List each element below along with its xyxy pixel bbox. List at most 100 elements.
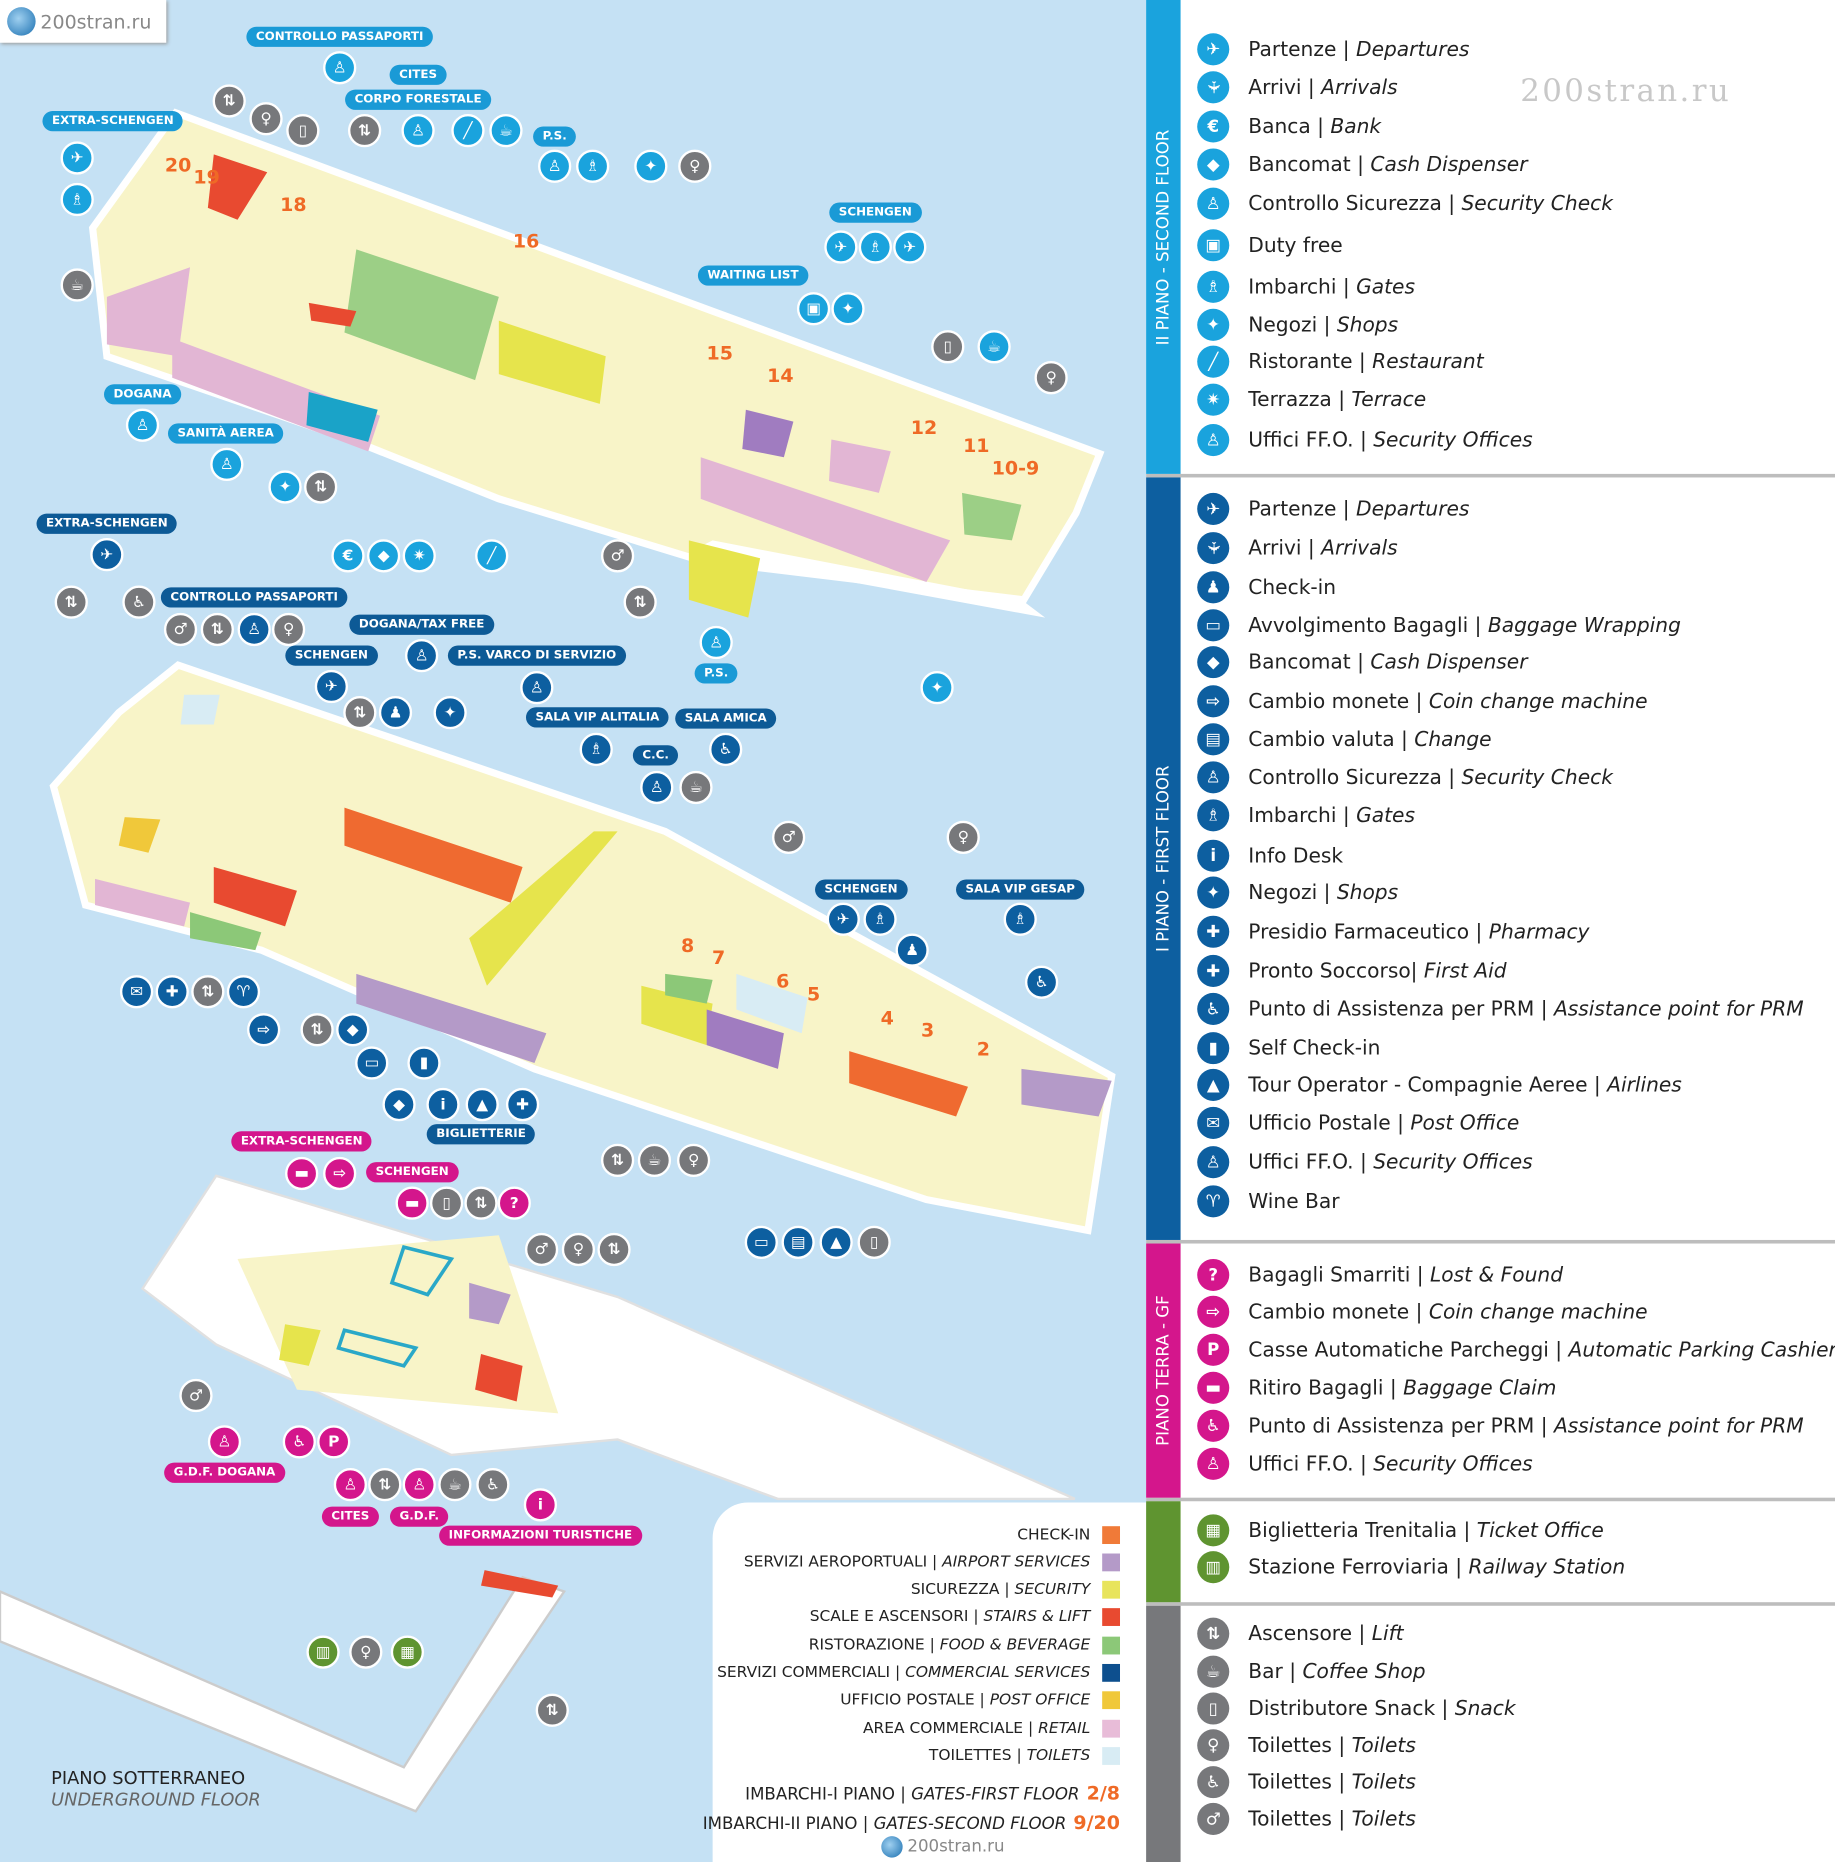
baggage-claim-icon[interactable]: ▬: [395, 1186, 429, 1220]
lift-icon[interactable]: ⇅: [54, 585, 88, 619]
shops-icon[interactable]: ✦: [268, 470, 302, 504]
bank-icon[interactable]: €: [331, 539, 365, 573]
lift-icon[interactable]: ⇅: [347, 114, 382, 148]
coffee-icon[interactable]: ☕: [977, 330, 1011, 364]
railway-station-icon[interactable]: ▥: [306, 1635, 340, 1669]
lift-icon[interactable]: ⇅: [535, 1693, 569, 1727]
toilets-icon[interactable]: ♀: [946, 820, 980, 854]
family-toilets-icon[interactable]: ♂: [772, 820, 806, 854]
snack-icon[interactable]: ▯: [931, 330, 965, 364]
gates-icon[interactable]: ♗: [1003, 902, 1037, 936]
security-offices-icon[interactable]: ♙: [207, 1425, 242, 1459]
accessible-toilets-icon[interactable]: ♿: [122, 585, 156, 619]
first-aid-icon[interactable]: ✚: [155, 975, 189, 1009]
lost-found-icon[interactable]: ?: [497, 1186, 531, 1220]
toilets-icon[interactable]: ♀: [349, 1635, 383, 1669]
info-icon[interactable]: i: [426, 1087, 460, 1122]
post-office-icon[interactable]: ✉: [119, 975, 154, 1009]
security-offices-icon[interactable]: ♙: [333, 1467, 367, 1502]
security-offices-icon[interactable]: ♙: [402, 1467, 436, 1502]
restaurant-icon[interactable]: ╱: [451, 114, 485, 148]
security-offices-icon[interactable]: ♙: [125, 408, 160, 442]
toilets-icon[interactable]: ♀: [678, 149, 712, 183]
lift-icon[interactable]: ⇅: [623, 585, 657, 619]
security-check-icon[interactable]: ♙: [401, 114, 435, 148]
baggage-wrapping-icon[interactable]: ▭: [744, 1225, 778, 1259]
lift-icon[interactable]: ⇅: [191, 975, 225, 1009]
gates-icon[interactable]: ♗: [576, 149, 610, 183]
restaurant-icon[interactable]: ╱: [475, 539, 509, 573]
info-icon[interactable]: i: [523, 1488, 558, 1522]
lift-icon[interactable]: ⇅: [212, 84, 246, 118]
departures-icon[interactable]: ✈: [60, 141, 94, 175]
airlines-icon[interactable]: ▲: [465, 1087, 499, 1122]
prm-assistance-icon[interactable]: ♿: [282, 1425, 316, 1459]
lift-icon[interactable]: ⇅: [200, 612, 234, 647]
security-check-icon[interactable]: ♙: [237, 612, 271, 647]
shops-icon[interactable]: ✦: [634, 149, 668, 183]
security-check-icon[interactable]: ♙: [640, 770, 674, 805]
arrivals-icon[interactable]: ✈: [893, 230, 927, 264]
toilets-icon[interactable]: ♀: [676, 1143, 711, 1178]
security-offices-icon[interactable]: ♙: [210, 447, 244, 482]
security-check-icon[interactable]: ♙: [405, 638, 439, 673]
lift-icon[interactable]: ⇅: [300, 1013, 334, 1047]
toilets-icon[interactable]: ♀: [561, 1232, 596, 1267]
security-check-icon[interactable]: ♙: [520, 671, 554, 705]
family-toilets-icon[interactable]: ♂: [524, 1232, 559, 1267]
coffee-icon[interactable]: ☕: [60, 268, 94, 302]
security-check-icon[interactable]: ♙: [699, 625, 733, 660]
cash-dispenser-icon[interactable]: ◆: [366, 539, 401, 573]
airlines-icon[interactable]: ▲: [819, 1225, 853, 1259]
baggage-wrapping-icon[interactable]: ▭: [355, 1046, 389, 1080]
pharmacy-icon[interactable]: ✚: [505, 1087, 540, 1122]
wine-bar-icon[interactable]: ♈: [226, 975, 261, 1009]
accessible-toilets-icon[interactable]: ♿: [476, 1467, 510, 1502]
coffee-icon[interactable]: ☕: [438, 1467, 472, 1502]
duty-free-icon[interactable]: ▣: [796, 292, 831, 326]
snack-icon[interactable]: ▯: [286, 114, 320, 148]
coffee-icon[interactable]: ☕: [489, 114, 523, 148]
shops-icon[interactable]: ✦: [831, 292, 865, 326]
baggage-claim-icon[interactable]: ▬: [285, 1156, 319, 1191]
gates-icon[interactable]: ♗: [579, 732, 613, 767]
coffee-icon[interactable]: ☕: [637, 1143, 672, 1178]
lift-icon[interactable]: ⇅: [600, 1143, 635, 1178]
departures-icon[interactable]: ✈: [314, 669, 348, 704]
cash-dispenser-icon[interactable]: ◆: [336, 1013, 370, 1047]
snack-icon[interactable]: ▯: [429, 1186, 464, 1220]
ticket-office-icon[interactable]: ▦: [390, 1635, 425, 1669]
family-toilets-icon[interactable]: ♂: [179, 1378, 213, 1413]
gates-icon[interactable]: ♗: [863, 902, 897, 936]
toilets-icon[interactable]: ♀: [271, 612, 306, 647]
check-in-icon[interactable]: ♟: [378, 695, 413, 730]
snack-icon[interactable]: ▯: [857, 1225, 891, 1259]
toilets-icon[interactable]: ♀: [249, 102, 283, 136]
lift-icon[interactable]: ⇅: [464, 1186, 498, 1220]
check-in-icon[interactable]: ♟: [895, 933, 929, 967]
prm-assistance-icon[interactable]: ♿: [1024, 965, 1059, 999]
lift-icon[interactable]: ⇅: [343, 695, 377, 730]
toilets-icon[interactable]: ♀: [1034, 361, 1068, 395]
parking-cashier-icon[interactable]: P: [317, 1425, 351, 1459]
gates-icon[interactable]: ♗: [858, 230, 892, 264]
cash-dispenser-icon[interactable]: ◆: [382, 1087, 416, 1122]
shops-icon[interactable]: ✦: [920, 671, 954, 705]
family-toilets-icon[interactable]: ♂: [600, 539, 635, 573]
prm-assistance-icon[interactable]: ♿: [709, 732, 743, 767]
security-check-icon[interactable]: ♙: [538, 149, 572, 183]
self-check-in-icon[interactable]: ▮: [407, 1046, 441, 1080]
family-toilets-icon[interactable]: ♂: [163, 612, 198, 647]
gates-icon[interactable]: ♗: [60, 182, 94, 217]
lift-icon[interactable]: ⇅: [304, 470, 338, 504]
terrace-icon[interactable]: ✷: [402, 539, 436, 573]
coffee-icon[interactable]: ☕: [679, 770, 713, 805]
lift-icon[interactable]: ⇅: [368, 1467, 402, 1502]
coin-change-icon[interactable]: ⇨: [323, 1156, 357, 1191]
shops-icon[interactable]: ✦: [433, 695, 467, 730]
departures-icon[interactable]: ✈: [824, 230, 858, 264]
lift-icon[interactable]: ⇅: [597, 1232, 631, 1267]
security-check-icon[interactable]: ♙: [323, 51, 357, 85]
coin-change-icon[interactable]: ⇨: [247, 1013, 281, 1047]
departures-icon[interactable]: ✈: [826, 902, 860, 936]
